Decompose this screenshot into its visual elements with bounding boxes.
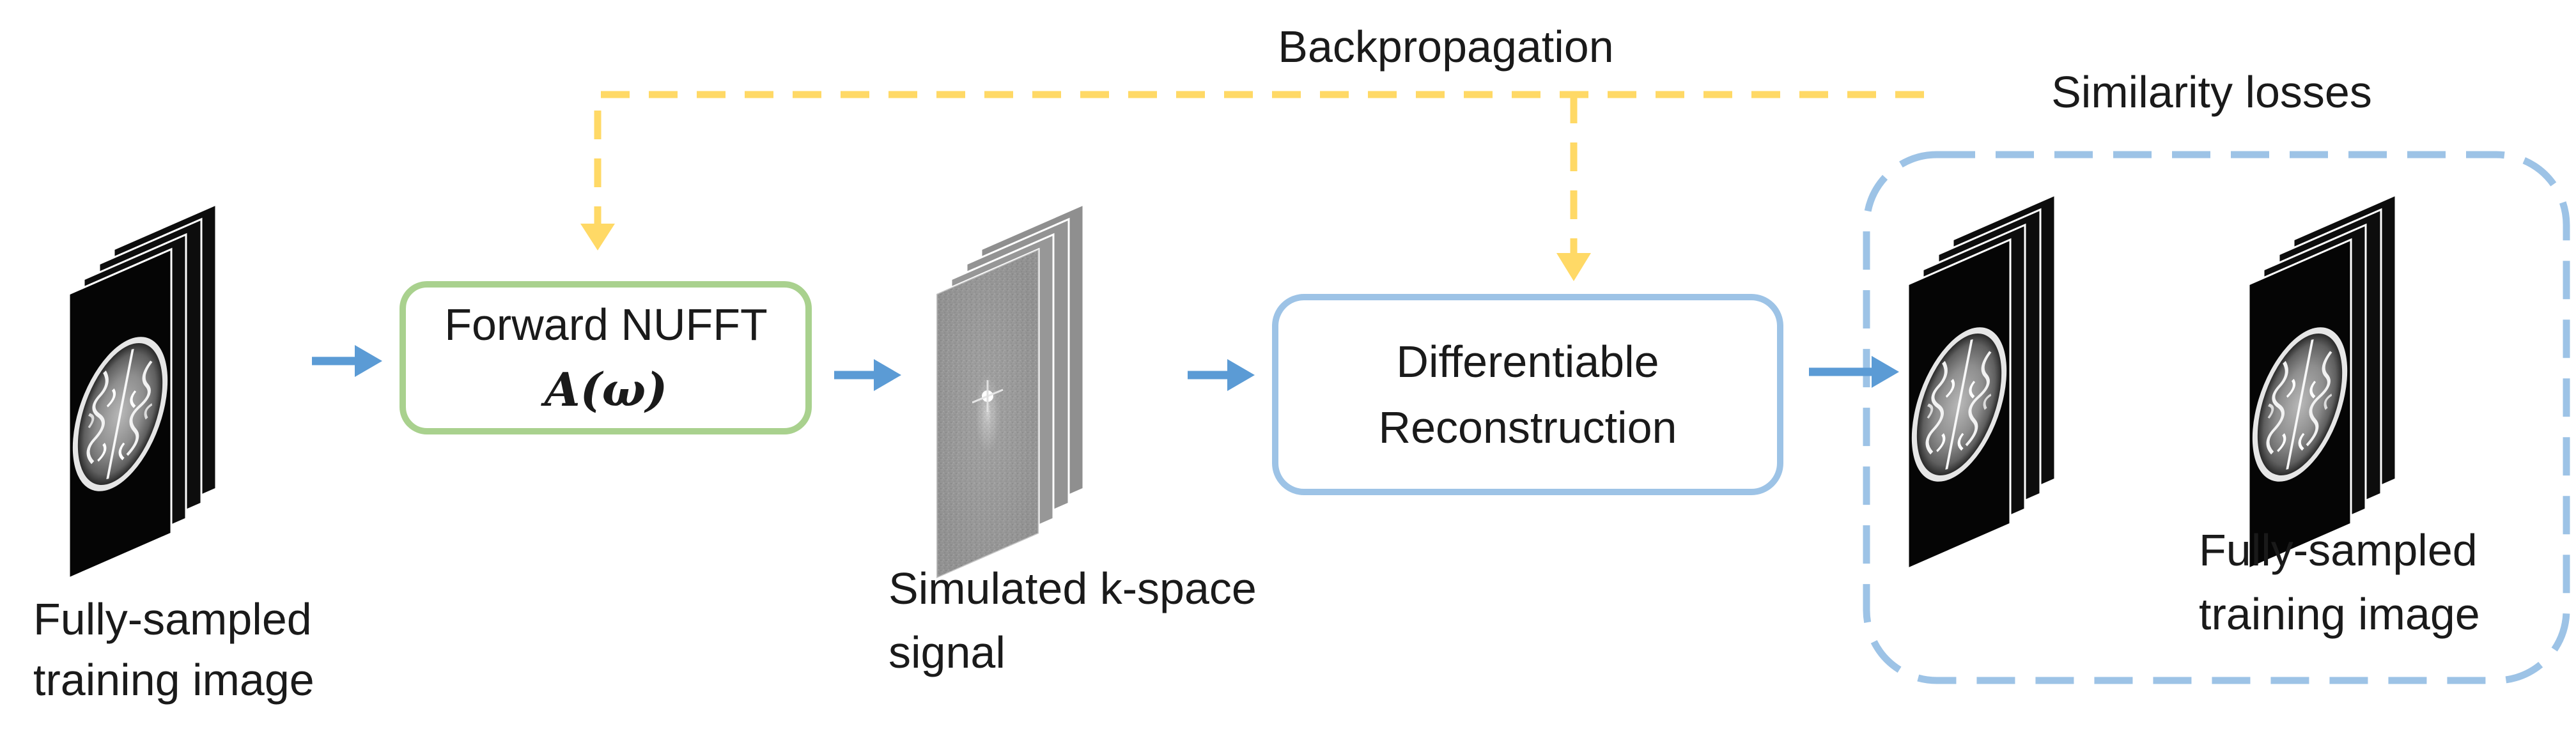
reconstructed-mri-stack <box>1899 195 2055 569</box>
arrow-nufft-to-kspace <box>834 359 901 391</box>
forward-nufft-formula: A(ω) <box>541 362 668 417</box>
kspace-stack <box>935 203 1085 580</box>
backprop-arrow <box>580 91 1924 281</box>
similarity-losses-group <box>1863 151 2570 684</box>
kspace-label-line2: signal <box>888 627 1005 677</box>
forward-nufft-box <box>400 281 812 434</box>
arrow-recon-to-output <box>1809 356 1899 388</box>
backprop-arrowhead-recon <box>1556 253 1591 281</box>
similarity-losses-label: Similarity losses <box>2051 67 2372 117</box>
backprop-label: Backpropagation <box>1278 22 1613 72</box>
backprop-arrowhead-nufft <box>580 224 615 250</box>
differentiable-reconstruction-box <box>1272 294 1783 495</box>
ground-truth-mri-stack <box>2240 195 2396 569</box>
recon-label-line2: Reconstruction <box>1379 403 1677 452</box>
recon-label-line1: Differentiable <box>1396 337 1659 387</box>
arrow-input-to-nufft <box>312 345 382 377</box>
input-mri-stack <box>60 204 216 578</box>
input-label-line2: training image <box>33 655 314 705</box>
forward-nufft-label: Forward NUFFT <box>444 300 768 349</box>
input-label-line1: Fully-sampled <box>33 594 312 644</box>
output-label-line1: Fully-sampled <box>2199 525 2478 575</box>
output-label-line2: training image <box>2199 589 2480 639</box>
kspace-label-line1: Simulated k-space <box>888 564 1257 613</box>
arrow-kspace-to-recon <box>1188 359 1255 391</box>
